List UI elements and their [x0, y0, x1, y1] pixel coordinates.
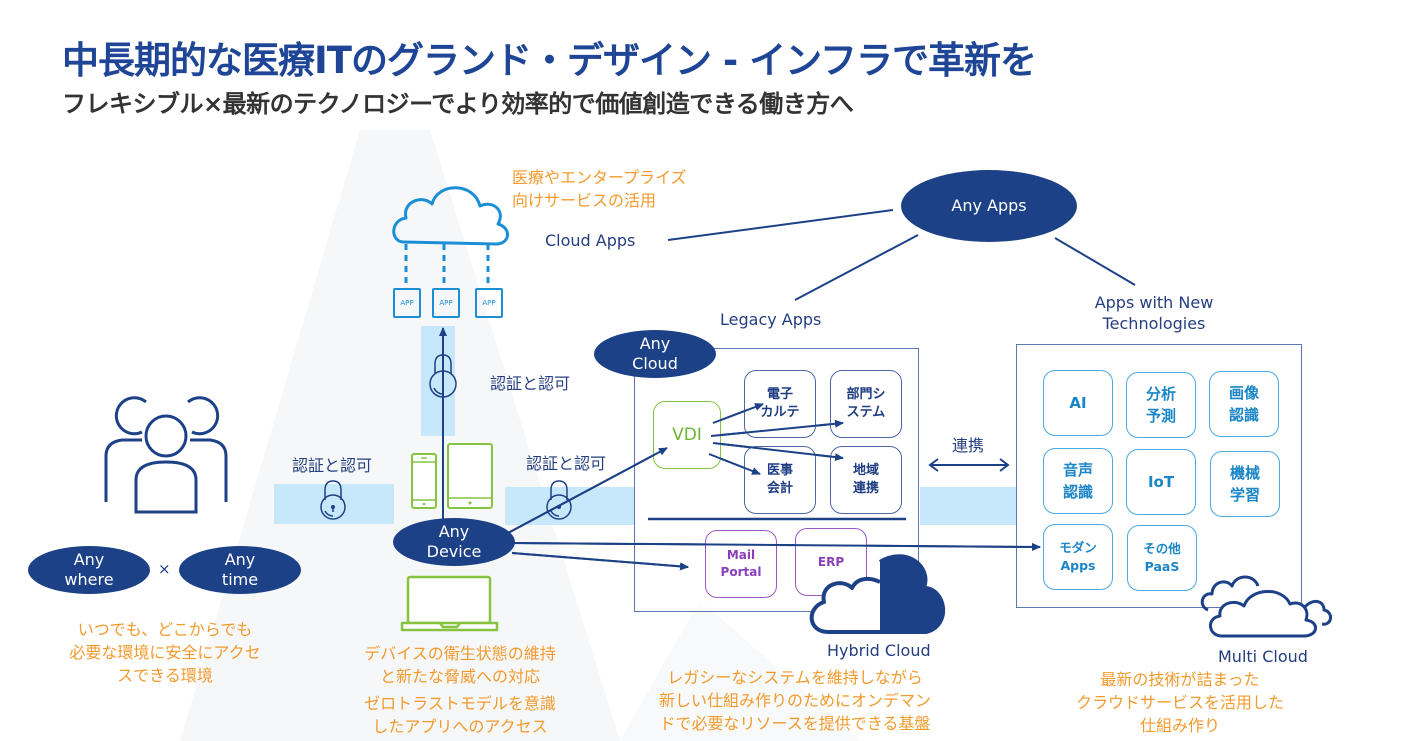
any-cloud-node: Any Cloud: [594, 330, 716, 378]
cloud-apps-icon: [392, 186, 509, 288]
legacy-apps-label: Legacy Apps: [720, 310, 822, 329]
smartphone-icon: [411, 453, 437, 509]
tech-item-other-paas: その他 PaaS: [1127, 525, 1197, 591]
cloud-apps-label: Cloud Apps: [545, 231, 636, 250]
tech-item-analysis: 分析 予測: [1126, 372, 1196, 438]
lock-icon: [429, 354, 457, 398]
link-band: [920, 487, 1016, 525]
tech-item-image-recognition: 画像 認識: [1209, 371, 1279, 437]
auth-band-middle: [505, 487, 635, 525]
laptop-icon: [400, 575, 499, 632]
hybrid-cloud-icon: [809, 554, 945, 634]
hybrid-cloud-label: Hybrid Cloud: [827, 641, 931, 660]
auth-band-left: [274, 484, 394, 524]
multi-cloud-icon: [1200, 575, 1332, 638]
mail-portal-box: Mail Portal: [705, 530, 777, 598]
anywhere-caption: いつでも、どこからでも 必要な環境に安全にアクセ スできる環境: [69, 620, 261, 685]
vdi-box: VDI: [653, 401, 721, 469]
any-device-node: Any Device: [393, 518, 515, 566]
device-caption-2: ゼロトラストモデルを意識 したアプリへのアクセス: [364, 694, 556, 736]
hybrid-cloud-caption: レガシーなシステムを維持しながら 新しい仕組み作りのためにオンデマン ドで必要な…: [658, 668, 931, 733]
app-tile: APP: [475, 288, 503, 318]
anytime-node: Any time: [179, 546, 301, 594]
new-tech-label: Apps with New Technologies: [1094, 293, 1214, 333]
legacy-app-iji: 医事 会計: [744, 446, 816, 514]
cloud-apps-caption: 医療やエンタープライズ 向けサービスの活用: [512, 168, 687, 210]
tech-item-machine-learning: 機械 学習: [1210, 451, 1280, 517]
device-caption-1: デバイスの衛生状態の維持 と新たな脅威への対応: [364, 644, 556, 686]
tech-item-modern-apps: モダン Apps: [1043, 524, 1113, 590]
auth-label-middle: 認証と認可: [526, 454, 607, 473]
tablet-icon: [447, 443, 493, 509]
auth-band-vertical: [421, 326, 455, 436]
tech-item-ai: AI: [1043, 370, 1113, 436]
app-tile: APP: [393, 288, 421, 318]
users-group-icon: [104, 396, 228, 514]
lock-icon: [320, 480, 346, 520]
tech-item-voice-recognition: 音声 認識: [1043, 448, 1113, 514]
line-anyapps-newtech: [1054, 237, 1136, 286]
page-subtitle: フレキシブル×最新のテクノロジーでより効率的で価値創造できる働き方へ: [62, 90, 854, 118]
times-symbol: ×: [158, 560, 171, 578]
line-anyapps-cloudapps: [667, 209, 894, 241]
line-anyapps-legacy: [794, 234, 919, 301]
app-tile: APP: [432, 288, 460, 318]
anywhere-node: Any where: [28, 546, 150, 594]
link-label: 連携: [952, 436, 985, 455]
multi-cloud-caption: 最新の技術が詰まった クラウドサービスを活用した 仕組み作り: [1075, 670, 1284, 735]
auth-label-left: 認証と認可: [292, 456, 373, 475]
any-apps-node: Any Apps: [901, 170, 1077, 242]
page-title: 中長期的な医療ITのグランド・デザイン - インフラで革新を: [62, 39, 1037, 82]
multi-cloud-label: Multi Cloud: [1218, 647, 1308, 666]
auth-label-vertical: 認証と認可: [490, 374, 571, 393]
tech-item-iot: IoT: [1126, 449, 1196, 515]
